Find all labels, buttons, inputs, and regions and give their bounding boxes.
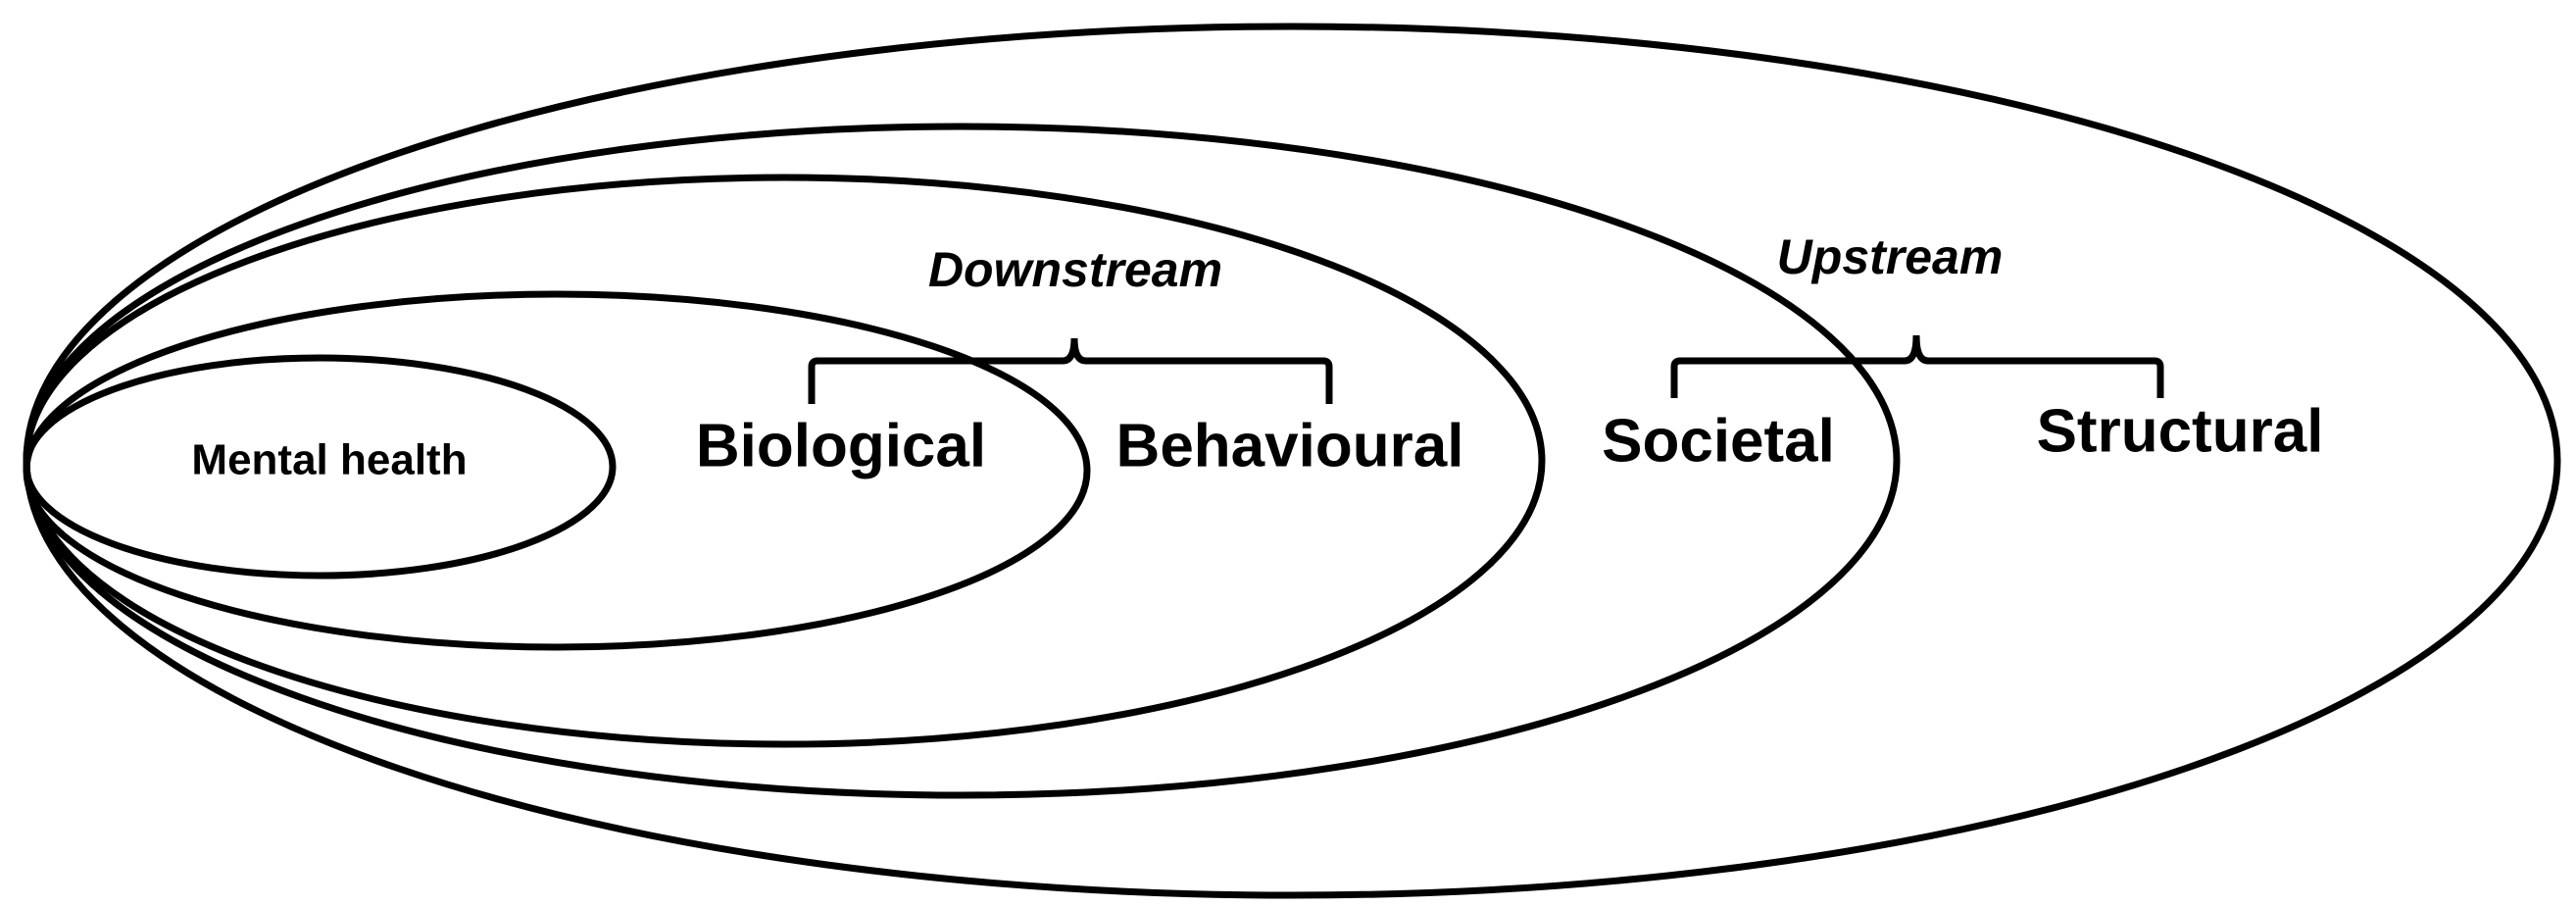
upstream-label: Upstream [1777,229,2004,284]
mental-health-ring [23,354,617,579]
structural-label: Structural [2037,397,2324,465]
societal-label: Societal [1602,407,1835,475]
upstream-brace [1670,334,2164,398]
downstream-brace [808,337,1333,404]
downstream-label: Downstream [928,242,1222,297]
behavioural-label: Behavioural [1116,412,1464,479]
mental-health-label: Mental health [191,436,467,484]
biological-label: Biological [696,412,986,479]
